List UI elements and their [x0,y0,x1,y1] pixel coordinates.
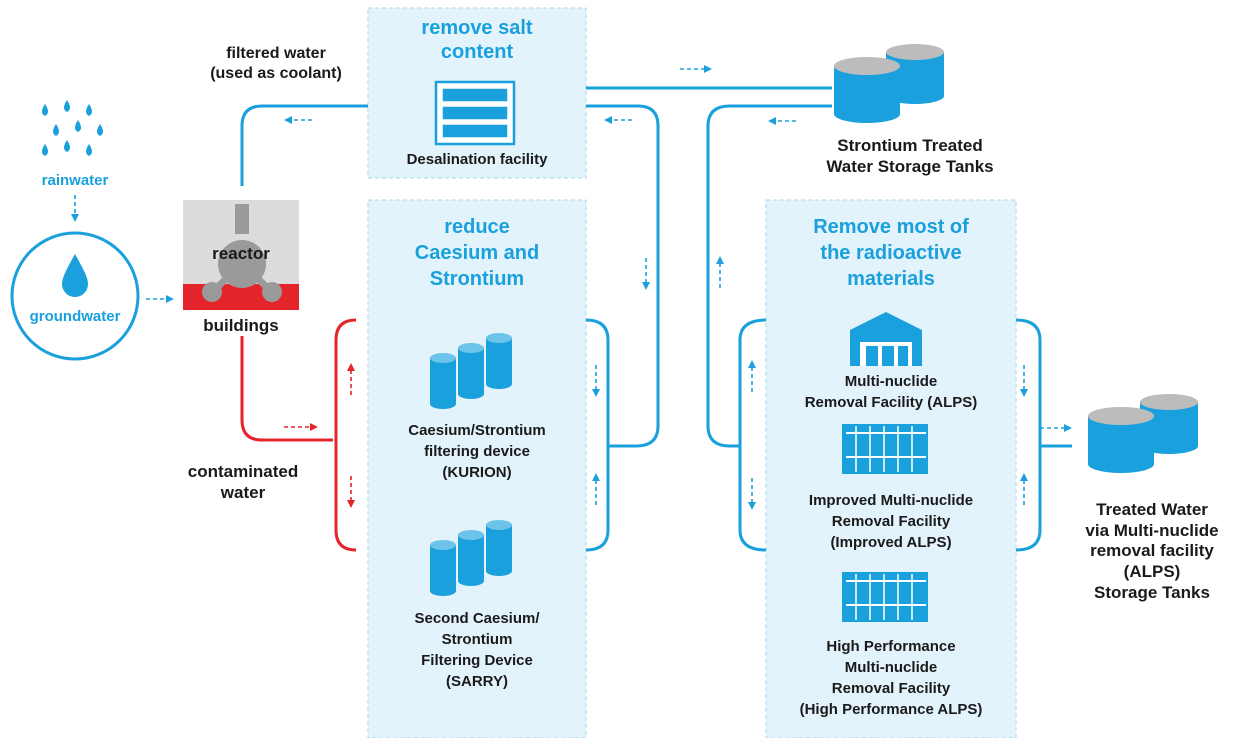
high-performance-alps-label: High Performance Multi-nuclide Removal F… [766,636,1016,720]
contaminated-line-2: water [220,482,266,502]
water-drop-icon [62,254,88,297]
reactor-label: reactor [212,244,270,263]
alps-title-3: materials [847,268,935,290]
treated-line-3: removal facility [1090,541,1214,561]
strontium-tanks-line-2: Water Storage Tanks [826,156,994,176]
high-performance-alps-rack-icon [842,572,928,622]
alps-treated-storage-tanks-icon [1088,394,1198,473]
alps-line-1: Multi-nuclide [844,373,938,390]
high-line-3: Removal Facility [831,680,951,697]
filtered-water-line-1: filtered water [226,45,326,62]
caesium-title-1: reduce [444,216,510,238]
alps-panel-title: Remove most of the radioactive materials [766,214,1016,292]
caesium-title-3: Strontium [429,268,525,290]
groundwater-label: groundwater [29,308,121,325]
sarry-line-4: (SARRY) [446,673,508,690]
kurion-line-2: filtering device [424,443,530,460]
rainwater-label: rainwater [41,172,109,189]
desalination-title: remove salt content [368,16,586,64]
caesium-panel-title: reduce Caesium and Strontium [368,214,586,292]
reactor-building-icon [183,200,299,310]
alps-title-1: Remove most of [813,216,969,238]
desalination-title-2: content [440,41,514,63]
high-line-1: High Performance [826,638,956,655]
sarry-line-1: Second Caesium/ [414,610,540,627]
high-line-2: Multi-nuclide [844,659,938,676]
sarry-line-2: Strontium [441,631,513,648]
buildings-label: buildings [203,316,279,335]
improved-line-3: (Improved ALPS) [830,534,952,551]
kurion-line-1: Caesium/Strontium [408,422,546,439]
caesium-title-2: Caesium and [414,242,540,264]
alps-building-icon [850,312,922,366]
alps-line-2: Removal Facility (ALPS) [804,394,978,411]
filtered-water-line-2: (used as coolant) [210,64,342,82]
high-line-4: (High Performance ALPS) [799,701,983,718]
kurion-filter-icon [430,333,512,409]
improved-line-1: Improved Multi-nuclide [808,492,974,509]
kurion-line-3: (KURION) [442,464,512,481]
improved-alps-label: Improved Multi-nuclide Removal Facility … [766,490,1016,553]
rain-drops-icon [42,100,103,156]
caesium-panel [367,199,587,738]
desalination-facility-label: Desalination facility [406,151,548,168]
improved-line-2: Removal Facility [831,513,951,530]
sarry-label: Second Caesium/ Strontium Filtering Devi… [368,608,586,692]
treated-line-1: Treated Water [1096,500,1208,519]
filtered-water-label: filtered water (used as coolant) [178,44,374,83]
treated-line-5: Storage Tanks [1094,582,1210,602]
strontium-storage-tanks-icon [834,44,944,123]
sarry-line-3: Filtering Device [421,652,533,669]
treated-line-4: (ALPS) [1123,562,1181,582]
treated-line-2: via Multi-nuclide [1085,520,1219,540]
contaminated-line-1: contaminated [187,462,299,481]
improved-alps-rack-icon [842,424,928,474]
alps-label: Multi-nuclide Removal Facility (ALPS) [766,371,1016,413]
contaminated-water-label: contaminated water [168,462,318,503]
desalination-facility-icon [434,80,516,146]
alps-title-2: the radioactive [820,242,962,264]
strontium-tanks-line-1: Strontium Treated [837,136,983,155]
desalination-title-1: remove salt [421,17,533,39]
sarry-filter-icon [430,520,512,596]
kurion-label: Caesium/Strontium filtering device (KURI… [368,420,586,483]
strontium-tanks-label: Strontium Treated Water Storage Tanks [800,136,1020,177]
treated-tanks-label: Treated Water via Multi-nuclide removal … [1062,500,1242,604]
